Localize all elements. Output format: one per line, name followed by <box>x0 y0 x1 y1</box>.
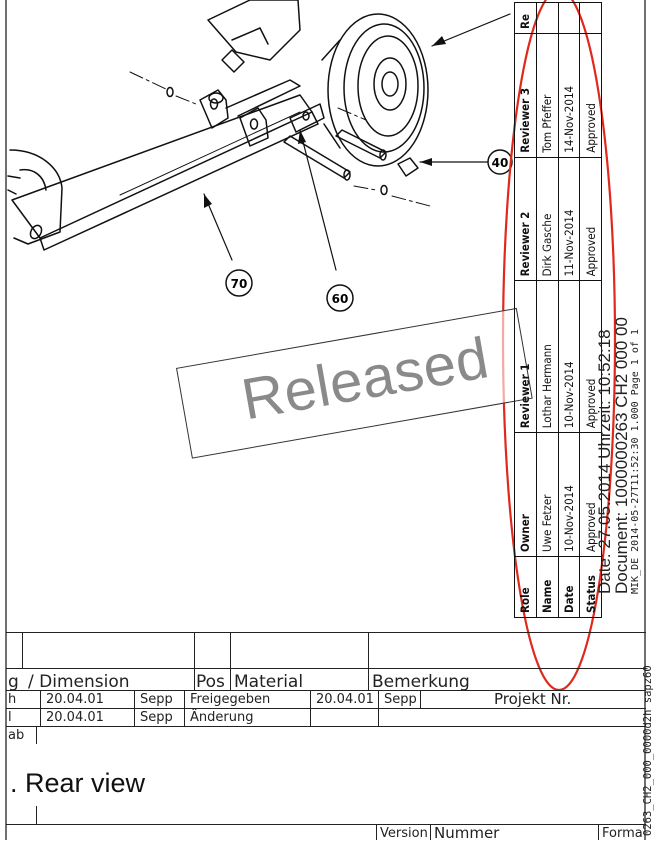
row2-status: Änderung <box>190 710 254 725</box>
version-label: Version <box>380 826 428 841</box>
table-cell: 14-Nov-2014 <box>558 33 580 158</box>
svg-text:40: 40 <box>492 156 509 170</box>
table-cell: 10-Nov-2014 <box>558 280 580 433</box>
table-header: Owner <box>514 432 537 557</box>
row1-date: 20.04.01 <box>46 692 104 707</box>
table-cell: Tom Pfeffer <box>536 33 558 158</box>
beam-body <box>11 94 313 239</box>
row-label: Date <box>558 556 580 618</box>
beam-side <box>39 111 319 251</box>
pin-left <box>283 135 351 179</box>
table-header-row: Role Owner Reviewer 1 Reviewer 2 Reviewe… <box>514 2 537 618</box>
row2-left: l <box>8 710 12 725</box>
row2-date: 20.04.01 <box>46 710 104 725</box>
table-cell <box>558 2 580 34</box>
table-cell: Approved <box>579 33 602 158</box>
table-cell <box>536 2 558 34</box>
left-bracket <box>9 149 63 245</box>
row1-date2: 20.04.01 <box>316 692 374 707</box>
nummer-label: Nummer <box>434 824 500 842</box>
row1-name: Sepp <box>140 692 173 707</box>
table-cell: 10-Nov-2014 <box>558 432 580 557</box>
svg-text:60: 60 <box>332 292 349 306</box>
approval-table: Role Owner Reviewer 1 Reviewer 2 Reviewe… <box>514 2 602 618</box>
nut <box>221 49 245 73</box>
table-row: Date 10-Nov-2014 10-Nov-2014 11-Nov-2014… <box>558 2 580 618</box>
callout-60: 60 <box>326 284 354 312</box>
document-meta: MIK_DE 2014-05-27T11:52:30 1.000 Page 1 … <box>630 329 641 594</box>
projekt-label: Projekt Nr. <box>494 690 572 708</box>
table-cell: Dirk Gasche <box>536 157 558 281</box>
table-cell: 11-Nov-2014 <box>558 157 580 281</box>
callout-40: 40 <box>487 149 513 175</box>
document-number: Document: 1000000263 CH2 000 00 <box>612 317 631 594</box>
table-header: Reviewer 3 <box>514 33 537 158</box>
table-cell <box>579 2 602 34</box>
table-header: Reviewer 2 <box>514 157 537 281</box>
row2-name: Sepp <box>140 710 173 725</box>
table-header: Role <box>514 556 537 618</box>
row-label: Name <box>536 556 558 618</box>
header-bemerkung: Bemerkung <box>372 672 470 692</box>
row3-left: ab <box>8 728 25 743</box>
header-fragment: g <box>8 672 19 692</box>
table-cell: Uwe Fetzer <box>536 432 558 557</box>
header-material: Material <box>234 672 304 692</box>
table-row: Name Uwe Fetzer Lothar Hermann Dirk Gasc… <box>536 2 558 618</box>
row1-name2: Sepp <box>384 692 417 707</box>
wheel-outer <box>327 13 429 167</box>
callout-70: 70 <box>225 269 253 297</box>
row1-left: h <box>8 692 17 707</box>
view-label: . Rear view <box>10 768 146 798</box>
table-cell: Lothar Hermann <box>536 280 558 433</box>
header-dimension: / Dimension <box>28 672 130 692</box>
svg-text:70: 70 <box>231 277 248 291</box>
document-info: Date: 27.05.2014 Uhrzeit: 10:52:18 Docum… <box>595 154 642 594</box>
row1-status: Freigegeben <box>190 692 271 707</box>
format-label: Forma <box>602 826 643 841</box>
document-date: Date: 27.05.2014 Uhrzeit: 10:52:18 <box>595 329 614 594</box>
header-pos: Pos <box>196 672 225 692</box>
table-header: Re <box>514 2 537 34</box>
table-header: Reviewer 1 <box>514 280 537 433</box>
